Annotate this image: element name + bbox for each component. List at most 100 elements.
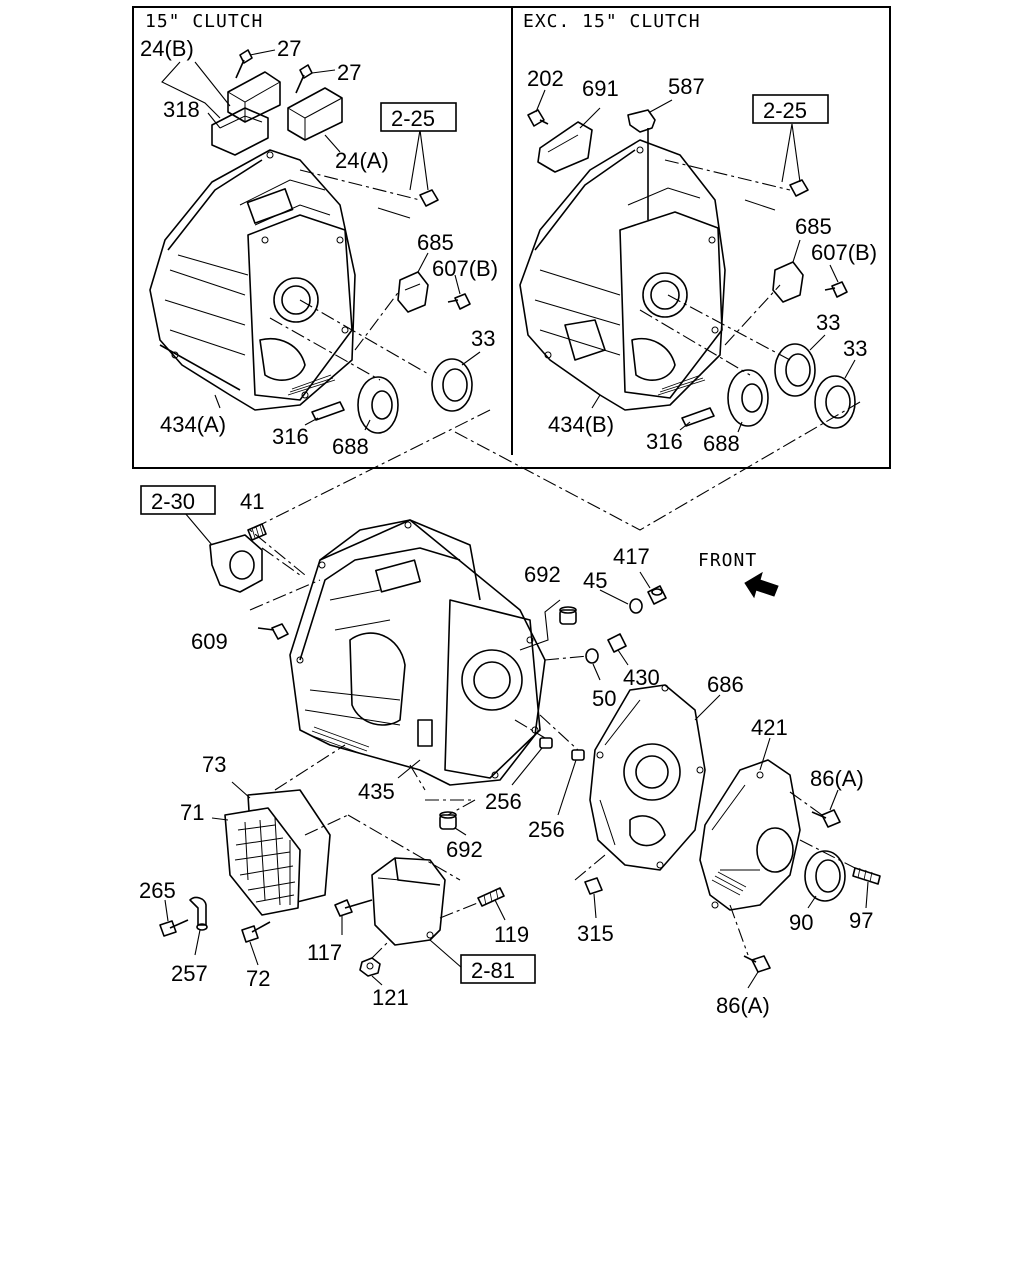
plug-417[interactable] [647, 585, 667, 605]
seal-ring-33-right-a[interactable] [774, 343, 816, 397]
bolt-265[interactable] [159, 899, 189, 937]
stud-97[interactable] [799, 839, 881, 909]
label-686: 686 [707, 672, 744, 697]
cover-2-81[interactable] [371, 857, 446, 946]
nut-121[interactable] [359, 939, 391, 986]
bolt-202[interactable] [527, 109, 549, 127]
seal-ring-33-right-b[interactable] [814, 375, 856, 429]
leader-2-81 [429, 939, 463, 969]
bracket-2-30[interactable] [184, 512, 263, 593]
pin-692-a[interactable] [559, 606, 577, 625]
bolt-72[interactable] [241, 921, 271, 966]
bracket-685-left[interactable] [397, 271, 429, 313]
label-72: 72 [246, 966, 270, 991]
bolt-607b-right[interactable] [824, 281, 848, 298]
washer-50[interactable] [585, 648, 599, 664]
label-315: 315 [577, 921, 614, 946]
label-318: 318 [163, 97, 200, 122]
label-202: 202 [527, 66, 564, 91]
label-607b-left: 607(B) [432, 256, 498, 281]
plate-316-right[interactable] [681, 407, 715, 427]
label-24a: 24(A) [335, 148, 389, 173]
pin-692-b[interactable] [439, 811, 457, 830]
label-71: 71 [180, 800, 204, 825]
bolt-315[interactable] [574, 854, 606, 919]
label-685-left: 685 [417, 230, 454, 255]
seal-ring-33-left[interactable] [431, 358, 473, 412]
ref-box-2-25-left[interactable]: 2-25 [380, 102, 457, 132]
label-434a: 434(A) [160, 412, 226, 437]
label-45: 45 [583, 568, 607, 593]
label-33-right-b: 33 [843, 336, 867, 361]
leaders-256 [409, 714, 579, 816]
plate-316-left[interactable] [311, 401, 345, 421]
label-119: 119 [494, 922, 529, 947]
leaders-right [535, 89, 856, 433]
top-panel-frame [132, 6, 891, 469]
ref-2-25-left-text: 2-25 [391, 106, 435, 131]
pin-256-b[interactable] [571, 749, 585, 761]
label-587: 587 [668, 74, 705, 99]
clutch-housing-434b[interactable] [519, 139, 726, 411]
cover-24b[interactable] [227, 71, 281, 123]
line-609 [249, 579, 321, 611]
bolt-group-left[interactable] [299, 169, 439, 219]
cover-24a[interactable] [287, 87, 343, 141]
ref-box-2-25-right[interactable]: 2-25 [752, 94, 829, 124]
ref-box-2-81[interactable]: 2-81 [460, 954, 536, 984]
washer-45[interactable] [629, 598, 643, 614]
side-cover-71[interactable] [224, 807, 301, 916]
label-421: 421 [751, 715, 788, 740]
pin-256-a[interactable] [539, 737, 553, 749]
ref-2-81-text: 2-81 [471, 958, 515, 983]
oil-seal-90[interactable] [804, 850, 846, 909]
ref-box-2-30[interactable]: 2-30 [140, 485, 216, 515]
line-41 [261, 547, 301, 576]
left-panel-title: 15" CLUTCH [145, 11, 263, 32]
clutch-housing-434a[interactable] [149, 149, 356, 411]
label-256-a: 256 [485, 789, 522, 814]
label-691: 691 [582, 76, 619, 101]
bearing-688-left[interactable] [357, 376, 399, 434]
bracket-691[interactable] [537, 121, 593, 173]
leader-435 [397, 759, 421, 779]
bolt-group-right[interactable] [664, 159, 809, 211]
bolt-607b-left[interactable] [447, 293, 471, 310]
label-97: 97 [849, 908, 873, 933]
ref-2-25-right-text: 2-25 [763, 98, 807, 123]
stud-41[interactable] [247, 523, 267, 541]
extension-housing-421[interactable] [699, 737, 801, 911]
plug-430[interactable] [607, 633, 627, 653]
label-86a-upper: 86(A) [810, 766, 864, 791]
bolt-27-b[interactable] [295, 64, 313, 94]
leader-692b [454, 827, 467, 836]
label-434b: 434(B) [548, 412, 614, 437]
housing-686[interactable] [589, 684, 721, 871]
label-430: 430 [623, 665, 660, 690]
leaders-left [161, 49, 481, 431]
bolt-86a-upper[interactable] [789, 789, 841, 828]
clip-257[interactable] [189, 896, 208, 956]
fitting-587[interactable] [627, 109, 656, 220]
label-27-b: 27 [337, 60, 361, 85]
front-label: FRONT [698, 550, 757, 571]
bolt-117[interactable] [334, 899, 373, 935]
leaders-71-73 [211, 744, 349, 836]
bearing-688-right[interactable] [727, 369, 769, 427]
bracket-685-right[interactable] [772, 261, 804, 303]
bolt-86a-lower[interactable] [729, 904, 771, 989]
label-117: 117 [307, 940, 342, 965]
label-435: 435 [358, 779, 395, 804]
bolt-609[interactable] [257, 623, 289, 640]
label-41: 41 [240, 489, 264, 514]
line-2-81 [347, 814, 461, 881]
label-73: 73 [202, 752, 226, 777]
label-33-right-a: 33 [816, 310, 840, 335]
label-50: 50 [592, 686, 616, 711]
transmission-case-435[interactable] [289, 519, 546, 786]
label-316-right: 316 [646, 429, 683, 454]
bolt-27-a[interactable] [235, 49, 253, 79]
label-607b-right: 607(B) [811, 240, 877, 265]
stud-119[interactable] [439, 887, 506, 921]
label-316-left: 316 [272, 424, 309, 449]
